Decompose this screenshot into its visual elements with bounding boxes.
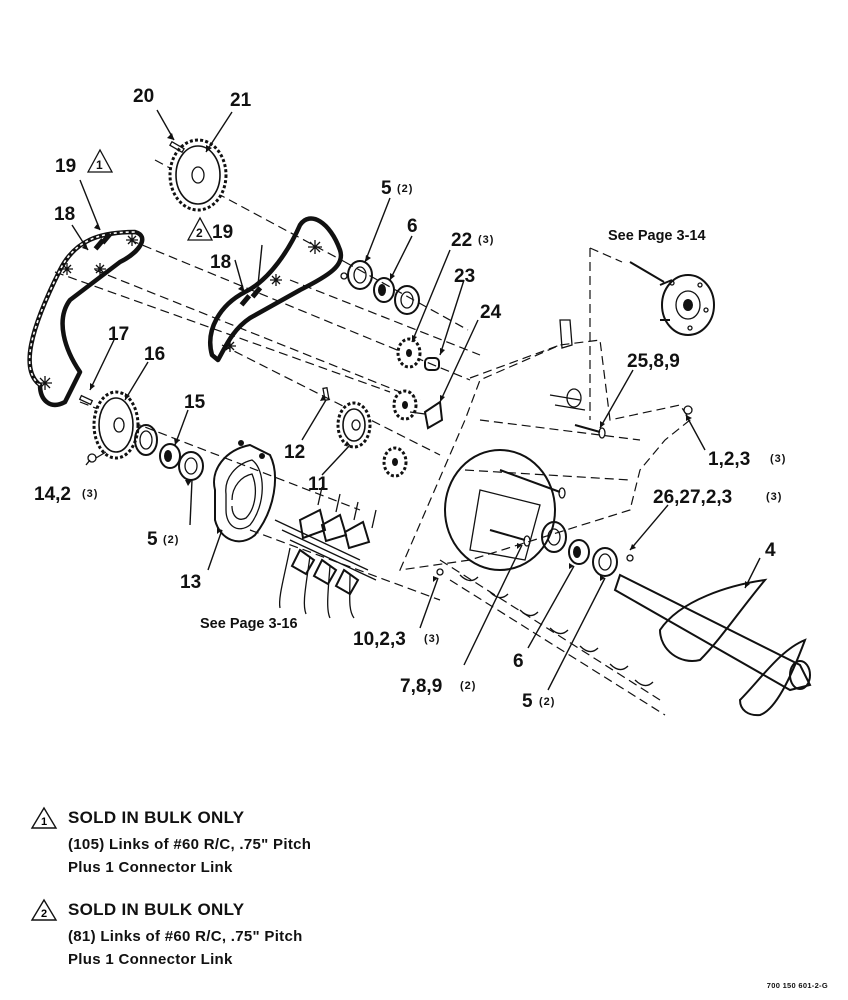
note-2-heading-row: 2 SOLD IN BULK ONLY <box>30 898 590 922</box>
chain-markers <box>38 234 322 390</box>
rotor-assembly <box>274 486 377 619</box>
sprocket-16 <box>92 390 140 460</box>
svg-text:(3): (3) <box>766 491 782 503</box>
note-2-heading: SOLD IN BULK ONLY <box>68 900 245 919</box>
note-1-line-1: (105) Links of #60 R/C, .75" Pitch <box>68 836 312 853</box>
callout-16: 16 <box>144 344 165 365</box>
auger-4 <box>613 573 812 717</box>
bolt-1 <box>683 405 693 415</box>
callout-21: 21 <box>230 90 252 111</box>
callout-labels: 20 21 19 19 18 18 5 (2) 6 22 (3) 23 24 1… <box>34 86 786 712</box>
callout-6-upper: 6 <box>407 216 418 237</box>
bearing-right <box>541 521 634 577</box>
ref-page-3-16: See Page 3-16 <box>200 616 298 632</box>
sprocket-22c <box>382 446 408 478</box>
bearing-15-left <box>134 424 204 481</box>
exploded-parts-diagram: 1 2 20 21 19 19 18 18 5 (2) 6 22 (3) 23 … <box>27 86 812 717</box>
leader-arrows <box>82 133 750 588</box>
callout-26-27-2-3: 26,27,2,3 <box>653 487 732 508</box>
drive-shield-13 <box>213 440 276 543</box>
note-1-heading: SOLD IN BULK ONLY <box>68 808 245 827</box>
callout-19-chain: 19 <box>55 156 76 177</box>
bearing-upper <box>340 260 420 315</box>
note-1-heading-row: 1 SOLD IN BULK ONLY <box>30 806 590 830</box>
callout-5-left: 5 <box>147 529 158 550</box>
callout-11: 11 <box>308 474 329 495</box>
note-2-line-1: (81) Links of #60 R/C, .75" Pitch <box>68 928 303 945</box>
svg-text:(2): (2) <box>397 183 413 195</box>
svg-text:(2): (2) <box>539 696 555 708</box>
callout-13: 13 <box>180 572 201 593</box>
triangle-marker-2: 2 <box>186 216 214 241</box>
callout-22: 22 <box>451 230 472 251</box>
callout-19-chain-small: 19 <box>212 222 233 243</box>
spacer-23 <box>424 357 440 371</box>
sprocket-22b <box>392 389 418 421</box>
plate-24 <box>409 400 444 430</box>
bolts-7-25 <box>489 424 606 547</box>
document-id: 700 150 601-2-G <box>766 981 828 990</box>
note-1: 1 SOLD IN BULK ONLY (105) Links of #60 R… <box>30 806 590 876</box>
callout-4: 4 <box>765 540 776 561</box>
callout-1-2-3: 1,2,3 <box>708 449 750 470</box>
svg-text:2: 2 <box>196 226 203 240</box>
callout-7-8-9: 7,8,9 <box>400 676 442 697</box>
svg-text:(2): (2) <box>460 680 476 692</box>
svg-text:(3): (3) <box>770 453 786 465</box>
bolt-10 <box>436 568 444 576</box>
leader-lines <box>71 109 761 691</box>
svg-text:(3): (3) <box>82 488 98 500</box>
tine-bar <box>439 559 666 716</box>
triangle-1-icon: 1 <box>30 806 58 829</box>
drive-chain-small <box>208 216 344 363</box>
note-1-line-2: Plus 1 Connector Link <box>68 859 233 876</box>
hub-assembly <box>629 261 715 336</box>
callout-17: 17 <box>108 324 129 345</box>
sprocket-11 <box>336 401 372 449</box>
svg-text:1: 1 <box>96 158 103 172</box>
key-20 <box>169 140 185 154</box>
svg-text:1: 1 <box>41 816 47 828</box>
sprocket-21 <box>168 138 228 212</box>
bolt-14 <box>87 451 107 463</box>
callout-25-8-9: 25,8,9 <box>627 351 680 372</box>
callout-5-lower: 5 <box>522 691 533 712</box>
callout-18-left: 18 <box>54 204 75 225</box>
svg-text:2: 2 <box>41 908 47 920</box>
triangle-marker-1: 1 <box>86 148 114 173</box>
note-2: 2 SOLD IN BULK ONLY (81) Links of #60 R/… <box>30 898 590 968</box>
callout-18-right: 18 <box>210 252 231 273</box>
svg-text:(3): (3) <box>478 234 494 246</box>
callout-12: 12 <box>284 442 305 463</box>
callout-20: 20 <box>133 86 154 107</box>
triangle-2-icon: 2 <box>30 898 58 921</box>
svg-text:(3): (3) <box>424 633 440 645</box>
callout-5-upper: 5 <box>381 178 392 199</box>
callout-10-2-3: 10,2,3 <box>353 629 406 650</box>
callout-24: 24 <box>480 302 502 323</box>
note-2-line-2: Plus 1 Connector Link <box>68 951 233 968</box>
connector-links <box>93 232 263 307</box>
key-17 <box>78 394 94 406</box>
callout-15: 15 <box>184 392 206 413</box>
alignment-lines <box>54 159 623 601</box>
callout-23: 23 <box>454 266 475 287</box>
callout-14-2: 14,2 <box>34 484 71 505</box>
sprocket-22a <box>396 337 422 369</box>
callout-6-lower: 6 <box>513 651 524 672</box>
ref-page-3-14: See Page 3-14 <box>608 228 706 244</box>
drive-chain-large <box>27 229 145 408</box>
svg-text:(2): (2) <box>163 534 179 546</box>
key-12 <box>322 386 330 402</box>
main-frame <box>399 319 691 571</box>
